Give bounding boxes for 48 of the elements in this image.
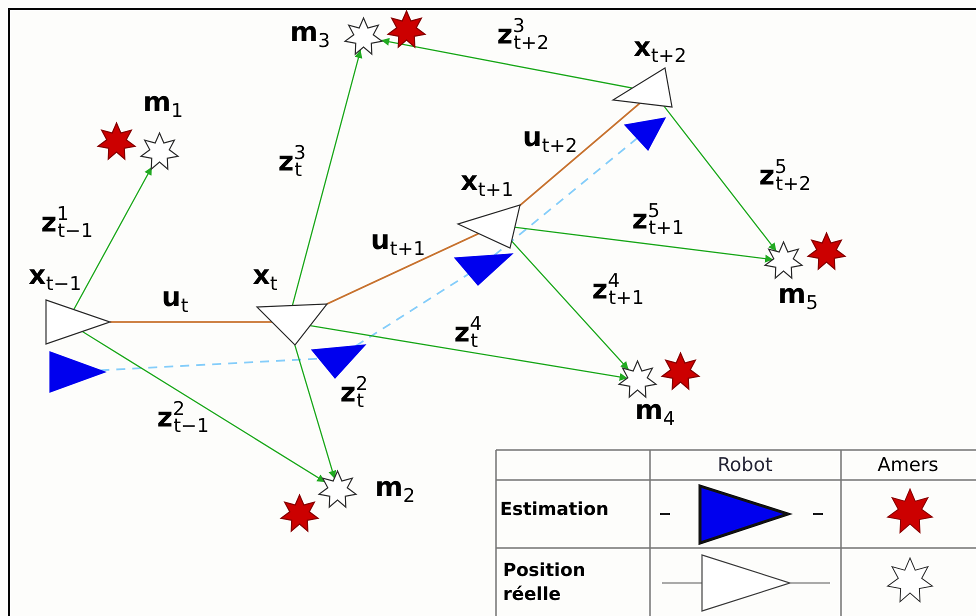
arrow (514, 226, 774, 263)
pose-label: x$_{t+1}$ (460, 168, 514, 200)
edge-label: u$_{t}$ (162, 284, 188, 316)
landmark-star (344, 17, 384, 56)
dashed-line (100, 358, 320, 372)
arrow (310, 325, 628, 381)
estimated-landmark-star (97, 122, 137, 160)
landmark-label: m$_{4}$ (634, 397, 676, 429)
landmark-star (140, 132, 180, 170)
landmark-star (318, 470, 358, 508)
landmark-label: m$_{2}$ (374, 474, 416, 506)
edge-label: u$_{t+1}$ (370, 227, 426, 259)
edge-label: u$_{t+2}$ (522, 124, 578, 156)
arrow (511, 240, 630, 370)
arrow (294, 344, 336, 479)
pose-label: x$_{t−1}$ (28, 262, 82, 294)
estimated-landmark-star (280, 494, 320, 532)
arrow (82, 330, 326, 483)
column-header: Robot (717, 454, 773, 476)
estimated-pose-triangle (454, 253, 513, 286)
arrow (73, 166, 152, 310)
estimated-landmark-star (807, 232, 847, 270)
estimated-landmark-star (661, 352, 701, 390)
robot-pose-triangle (256, 303, 328, 346)
path-line (326, 232, 480, 305)
estimated-pose-triangle (624, 117, 666, 151)
estimated-pose-triangle (49, 351, 106, 393)
arrow (381, 38, 632, 89)
landmark-label: m$_{3}$ (290, 19, 330, 51)
row-header: Estimation (500, 498, 610, 522)
pose-label: x$_{t+2}$ (634, 34, 686, 66)
dashed-line (355, 273, 470, 347)
path-line (110, 321, 272, 323)
estimated-landmark-star (387, 10, 427, 48)
dashed-line (494, 138, 638, 256)
robot-pose-triangle (457, 204, 521, 249)
robot-pose-triangle (612, 67, 673, 108)
landmark-star (618, 360, 658, 398)
landmark-star (764, 241, 804, 280)
arrow (292, 50, 362, 306)
landmark-label: m$_{5}$ (778, 281, 818, 313)
column-header: Amers (878, 454, 938, 476)
pose-label: x$_{t}$ (252, 262, 278, 294)
arrow (663, 106, 777, 252)
path-line (519, 102, 640, 206)
robot-pose-triangle (45, 299, 111, 345)
row-header: Position réelle (503, 559, 586, 607)
landmark-label: m$_{1}$ (142, 89, 184, 121)
